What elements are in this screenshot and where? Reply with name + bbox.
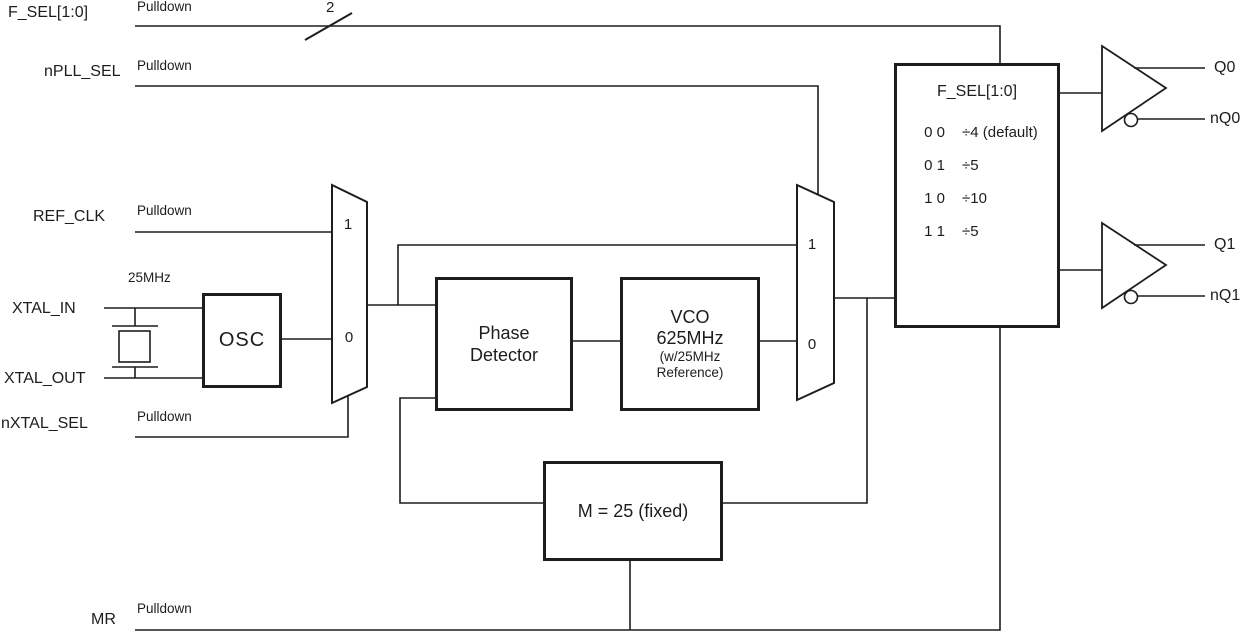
wire-feedback-tap bbox=[723, 298, 868, 504]
divider-value: ÷5 bbox=[962, 223, 979, 240]
output-divider-block: F_SEL[1:0] 0 0÷4 (default) 0 1÷5 1 0÷10 … bbox=[894, 63, 1060, 328]
divider-bits: 0 1 bbox=[924, 157, 945, 174]
ref-mux-input-0: 0 bbox=[344, 329, 354, 346]
inversion-bubble0-icon bbox=[1123, 112, 1139, 128]
output-buffer0-icon bbox=[1101, 44, 1168, 133]
wire-feedback-return bbox=[399, 397, 543, 504]
crystal-plates bbox=[112, 325, 158, 368]
pll-bypass-mux-shape bbox=[796, 183, 835, 402]
divider-value: ÷5 bbox=[962, 157, 979, 174]
signal-nq1: nQ1 bbox=[1210, 287, 1241, 304]
xtal-freq-label: 25MHz bbox=[128, 270, 171, 285]
wire-f-sel-bus bbox=[135, 25, 1001, 63]
bus-width-label: 2 bbox=[326, 0, 335, 16]
vco-title: VCO bbox=[670, 307, 710, 327]
pulldown-ref-clk: Pulldown bbox=[137, 203, 192, 218]
signal-xtal-in: XTAL_IN bbox=[12, 300, 76, 317]
bypass-mux-input-1: 1 bbox=[807, 236, 817, 253]
vco-freq: 625MHz bbox=[656, 328, 724, 348]
signal-q1: Q1 bbox=[1214, 236, 1236, 253]
ref-mux-input-1: 1 bbox=[343, 216, 353, 233]
divider-value: ÷10 bbox=[962, 190, 987, 207]
wire-mr bbox=[135, 328, 1001, 631]
divider-row: 1 1 ÷5 bbox=[907, 223, 979, 240]
signal-ref-clk: REF_CLK bbox=[33, 208, 106, 225]
divider-row: 1 0 ÷10 bbox=[907, 190, 987, 207]
output-divider-title: F_SEL[1:0] bbox=[936, 83, 1018, 100]
signal-mr: MR bbox=[91, 611, 116, 628]
vco-note2: Reference) bbox=[656, 365, 724, 380]
vco-note1: (w/25MHz bbox=[659, 349, 721, 364]
divider-bits: 1 1 bbox=[924, 223, 945, 240]
output-buffer1-icon bbox=[1101, 221, 1168, 310]
wire-npll-sel bbox=[135, 85, 819, 194]
signal-nq0: nQ0 bbox=[1210, 110, 1241, 127]
signal-f-sel: F_SEL[1:0] bbox=[8, 4, 89, 21]
wire-pll-bypass bbox=[397, 244, 797, 305]
signal-xtal-out: XTAL_OUT bbox=[4, 370, 86, 387]
divider-value: ÷4 (default) bbox=[962, 124, 1038, 141]
phase-detector-block: Phase Detector bbox=[435, 277, 573, 411]
pulldown-mr: Pulldown bbox=[137, 601, 192, 616]
osc-block: OSC bbox=[202, 293, 282, 388]
wire-nxtal-sel bbox=[135, 396, 349, 438]
divider-row: 0 0 ÷4 (default) bbox=[907, 124, 1038, 141]
divider-bits: 0 0 bbox=[924, 124, 945, 141]
signal-nxtal-sel: nXTAL_SEL bbox=[1, 415, 88, 432]
divider-row: 0 1 ÷5 bbox=[907, 157, 979, 174]
pulldown-f-sel: Pulldown bbox=[137, 0, 192, 14]
crystal-icon bbox=[118, 330, 151, 363]
feedback-divider-block: M = 25 (fixed) bbox=[543, 461, 723, 561]
vco-block: VCO 625MHz (w/25MHz Reference) bbox=[620, 277, 760, 411]
signal-npll-sel: nPLL_SEL bbox=[44, 63, 121, 80]
inversion-bubble1-icon bbox=[1123, 289, 1139, 305]
bus-width-slash bbox=[304, 12, 353, 41]
pulldown-nxtal-sel: Pulldown bbox=[137, 409, 192, 424]
signal-q0: Q0 bbox=[1214, 59, 1236, 76]
divider-bits: 1 0 bbox=[924, 190, 945, 207]
ref-mux-shape bbox=[331, 183, 368, 405]
bypass-mux-input-0: 0 bbox=[807, 336, 817, 353]
pulldown-npll-sel: Pulldown bbox=[137, 58, 192, 73]
